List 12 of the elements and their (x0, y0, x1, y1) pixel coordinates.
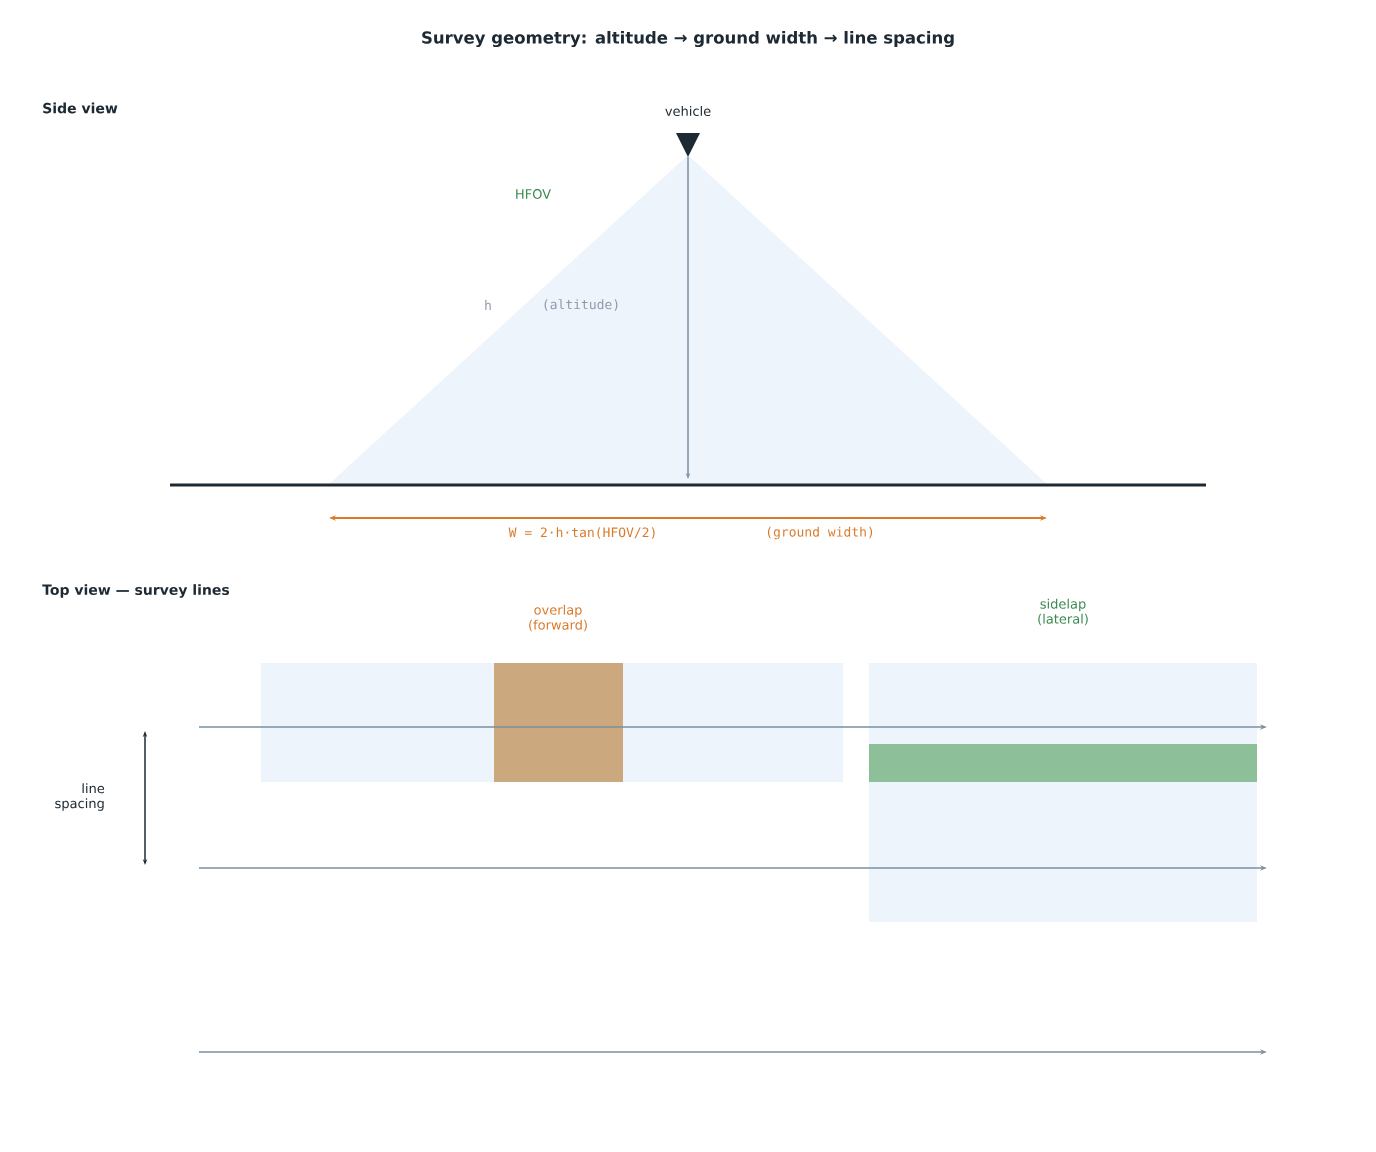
dimension-label: (ground width) (767, 526, 873, 540)
title: Survey geometry: altitude → ground width → line spacing (422, 30, 954, 48)
variable-label: h (485, 300, 491, 310)
overlap-label: overlap (forward) (529, 604, 587, 632)
heading: Side view (43, 102, 118, 114)
sidelap-label: sidelap (lateral) (1038, 598, 1088, 626)
dimension-label: line spacing (55, 783, 105, 811)
vehicle-label: vehicle (665, 105, 711, 117)
heading: Top view — survey lines (42, 584, 230, 598)
dimension-label: (altitude) (544, 299, 618, 311)
formula-label: W = 2·h·tan(HFOV/2) (508, 527, 655, 539)
angle-label: HFOV (516, 189, 551, 199)
